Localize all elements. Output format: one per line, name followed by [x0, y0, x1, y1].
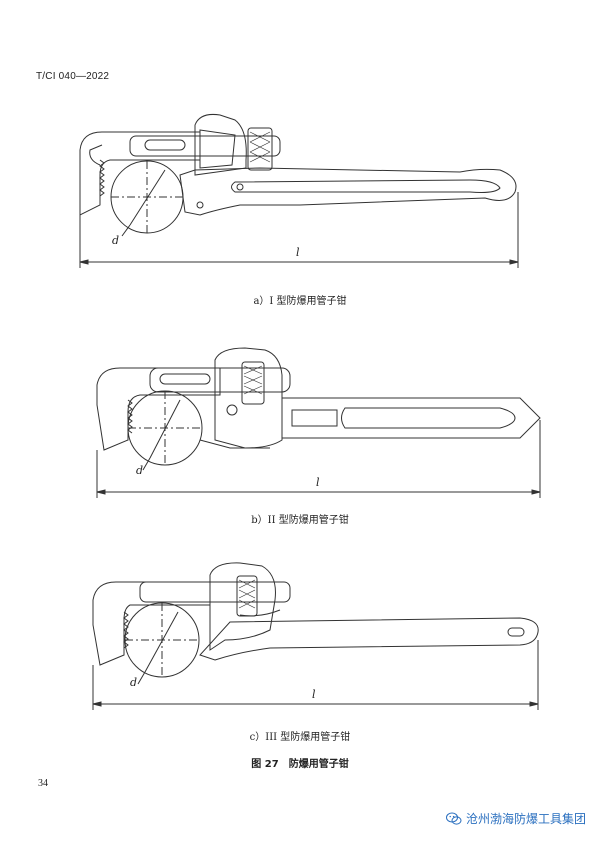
- figure-b-label-l: l: [316, 476, 320, 489]
- watermark-text: 沧州渤海防爆工具集团: [465, 812, 586, 826]
- watermark: 沧州渤海防爆工具集团: [445, 810, 586, 827]
- figure-b-drawing: d l: [96, 347, 541, 498]
- figure-title: 图 27 防爆用管子钳: [251, 759, 349, 770]
- figure-c-label-l: l: [312, 688, 316, 701]
- page-number: 34: [38, 778, 48, 789]
- figure-b-caption: b）II 型防爆用管子钳: [251, 515, 349, 526]
- figure-c-drawing: d l: [92, 562, 539, 710]
- figure-a-drawing: d l: [79, 114, 519, 268]
- figure-c-label-d: d: [130, 676, 137, 689]
- wechat-icon: [445, 812, 462, 825]
- figure-a-label-l: l: [296, 246, 300, 259]
- figure-c-caption: c）III 型防爆用管子钳: [249, 732, 351, 743]
- figure-b-label-d: d: [136, 464, 143, 477]
- standard-code: T/CI 040—2022: [36, 71, 110, 82]
- figure-a-label-d: d: [112, 234, 119, 247]
- figure-a-caption: a）I 型防爆用管子钳: [253, 296, 347, 307]
